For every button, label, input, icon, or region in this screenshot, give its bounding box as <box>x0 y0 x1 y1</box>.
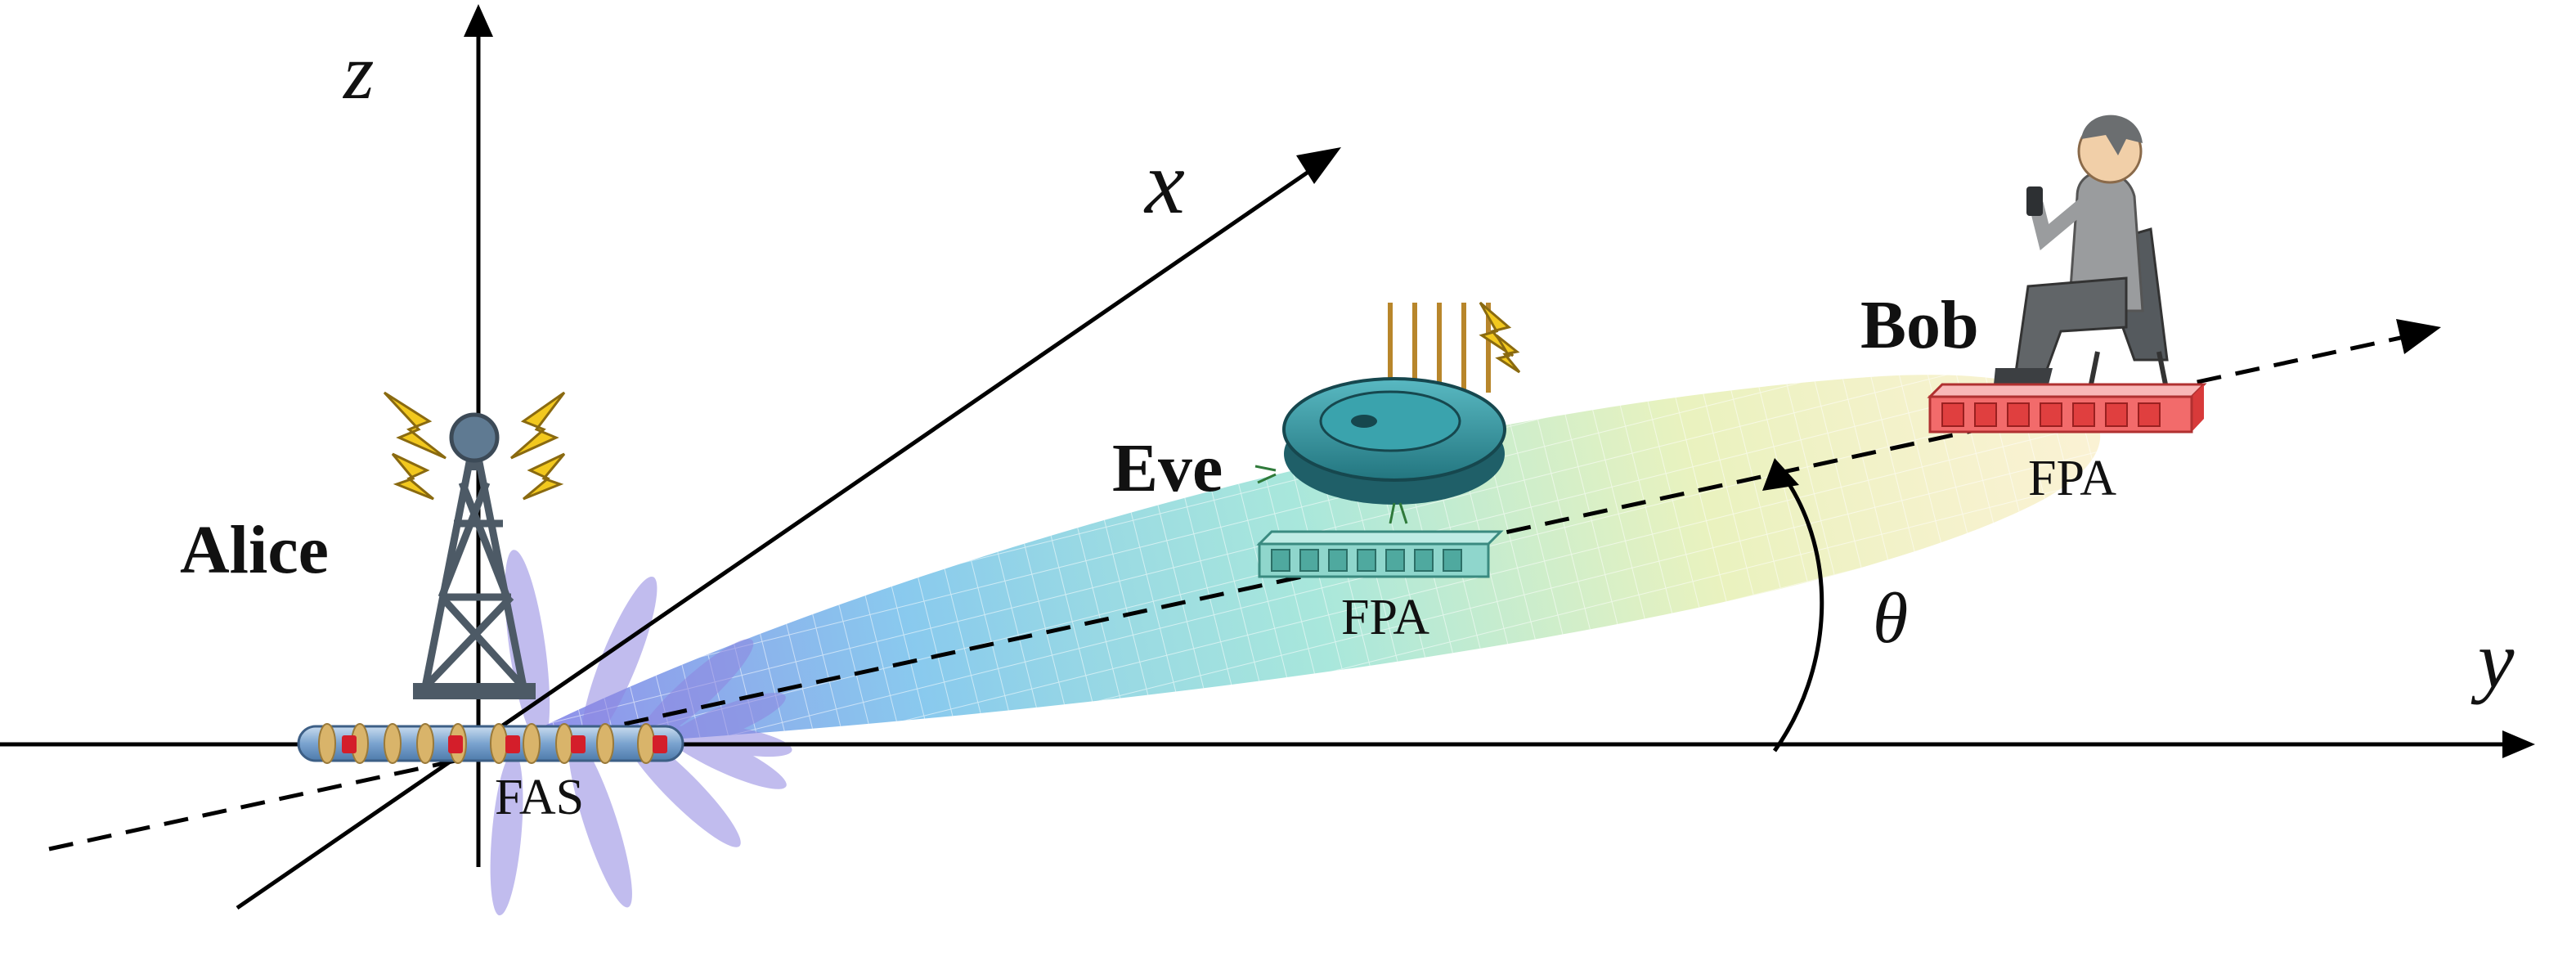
bob-fpa-label: FPA <box>2028 451 2116 506</box>
eve-fpa-array <box>1256 530 1504 578</box>
eve-label: Eve <box>1112 430 1223 506</box>
robot-vacuum-icon <box>1254 301 1521 524</box>
x-axis-label: x <box>1143 133 1185 232</box>
transmit-tower-icon <box>421 442 527 690</box>
los-arrow <box>2396 319 2441 354</box>
theta-label: θ <box>1873 579 1908 658</box>
alice-label: Alice <box>180 512 329 588</box>
bob-label: Bob <box>1860 287 1979 363</box>
bob-fpa-array <box>1927 383 2207 434</box>
x-axis-arrow <box>1296 147 1341 184</box>
fas-label: FAS <box>495 770 584 825</box>
fas-array <box>297 723 684 764</box>
seated-person-phone-icon <box>1994 115 2170 393</box>
theta-arc-arrow <box>1762 458 1799 491</box>
z-axis-label: z <box>342 28 374 115</box>
y-axis-arrow <box>2502 730 2535 758</box>
side-lobes <box>490 550 792 916</box>
axes <box>0 4 2535 910</box>
lightning-icon <box>383 391 566 501</box>
x-axis <box>236 169 1310 910</box>
theta-arc <box>1772 473 1824 753</box>
fas-port-icon <box>342 735 667 753</box>
eve-fpa-label: FPA <box>1341 590 1429 645</box>
alice-tower <box>383 391 566 699</box>
y-axis-label: y <box>2471 614 2515 705</box>
z-axis-arrow <box>464 4 493 37</box>
